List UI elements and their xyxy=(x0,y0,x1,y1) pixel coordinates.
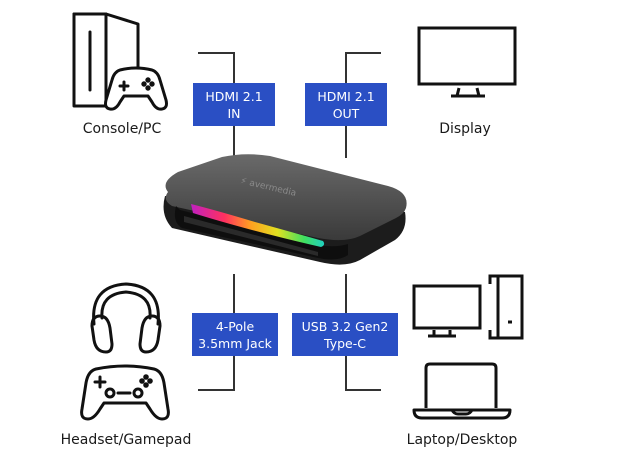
gamepad-icon xyxy=(80,364,170,421)
port-hdmi-in-line2: IN xyxy=(227,105,241,121)
port-usb-c: USB 3.2 Gen2 Type-C xyxy=(292,313,398,356)
connector-usb-horizontal xyxy=(345,389,381,391)
desktop-pc-icon xyxy=(412,274,524,340)
port-hdmi-out: HDMI 2.1 OUT xyxy=(305,83,387,126)
label-display: Display xyxy=(439,121,491,137)
port-hdmi-out-line1: HDMI 2.1 xyxy=(317,88,375,104)
connector-hdmi-out-horizontal xyxy=(345,52,381,54)
connector-audio-horizontal xyxy=(198,389,235,391)
port-audio-line1: 4-Pole xyxy=(215,318,255,334)
port-audio-jack: 4-Pole 3.5mm Jack xyxy=(192,313,278,356)
port-hdmi-out-line2: OUT xyxy=(332,105,360,121)
label-headset-gamepad: Headset/Gamepad xyxy=(60,432,192,448)
port-usb-line2: Type-C xyxy=(324,335,366,351)
port-hdmi-in: HDMI 2.1 IN xyxy=(193,83,275,126)
connector-hdmi-in-horizontal xyxy=(198,52,235,54)
port-hdmi-in-line1: HDMI 2.1 xyxy=(205,88,263,104)
headset-icon xyxy=(90,282,162,354)
monitor-icon xyxy=(417,26,517,98)
port-audio-line2: 3.5mm Jack xyxy=(198,335,272,351)
label-laptop-desktop: Laptop/Desktop xyxy=(406,432,518,448)
console-pc-icon xyxy=(72,12,168,111)
label-console-pc: Console/PC xyxy=(82,121,162,137)
port-usb-line1: USB 3.2 Gen2 xyxy=(301,318,389,334)
laptop-icon xyxy=(412,362,512,420)
